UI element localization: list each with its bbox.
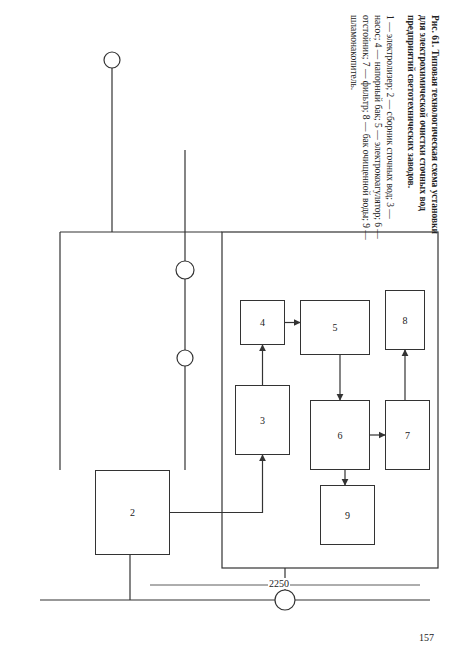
callout-number: 4 — [260, 317, 265, 328]
callout-number: 2 — [130, 507, 135, 518]
dimension: 2250 — [268, 578, 290, 589]
pipe — [184, 150, 185, 261]
pipe — [40, 599, 275, 600]
apparatus-box: 5 — [300, 300, 370, 355]
pipe — [184, 279, 185, 350]
figure-caption: Рис. 61. Типовая технологическая схема у… — [404, 15, 440, 240]
callout-number: 7 — [405, 430, 410, 441]
pump-symbol — [176, 261, 194, 279]
callout-number: 8 — [403, 315, 408, 326]
flow-pipe — [339, 355, 340, 400]
pump-symbol — [275, 590, 295, 610]
apparatus-box: 7 — [385, 400, 430, 470]
flow-pipe — [370, 434, 385, 435]
apparatus-box: 6 — [310, 400, 370, 470]
pipe — [111, 68, 112, 232]
valve-symbol — [104, 52, 120, 68]
callout-number: 3 — [260, 415, 265, 426]
pipe — [60, 231, 222, 232]
apparatus-box: 9 — [320, 485, 375, 545]
page-number: 157 — [418, 632, 435, 643]
callout-number: 5 — [333, 322, 338, 333]
pipe — [129, 555, 130, 600]
pipe — [295, 599, 430, 600]
pipe — [184, 366, 185, 470]
flow-pipe — [404, 350, 405, 400]
callout-number: 6 — [338, 430, 343, 441]
apparatus-box: 8 — [385, 290, 425, 350]
pump-symbol — [177, 350, 193, 366]
callout-number: 9 — [345, 510, 350, 521]
flow-pipe — [344, 470, 345, 485]
pipe — [59, 232, 60, 470]
apparatus-box: 4 — [240, 300, 285, 345]
flow-pipe — [285, 322, 300, 323]
legend-note: 1 — электролизер; 2 — сборник сточных во… — [348, 15, 396, 240]
apparatus-box: 3 — [235, 385, 290, 455]
flow-pipe — [262, 345, 263, 385]
flow-pipe — [170, 455, 263, 513]
apparatus-box: 2 — [95, 470, 170, 555]
plant-frame — [222, 232, 438, 568]
